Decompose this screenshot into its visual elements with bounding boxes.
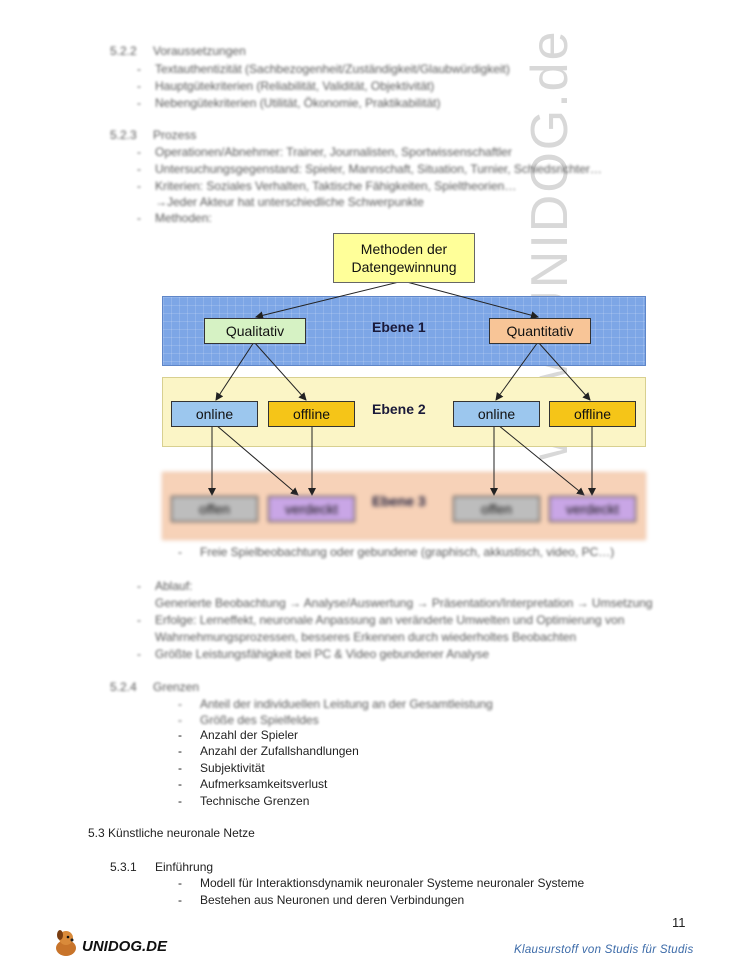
list-item: Subjektivität bbox=[200, 761, 265, 775]
list-item: Größte Leistungsfähigkeit bei PC & Video… bbox=[155, 647, 489, 661]
online-node: online bbox=[171, 401, 258, 427]
list-item: Generierte Beobachtung → Analyse/Auswert… bbox=[155, 596, 653, 610]
list-item: →Jeder Akteur hat unterschiedliche Schwe… bbox=[155, 195, 424, 209]
section-number: 5.2.4 bbox=[110, 680, 137, 694]
list-item: Erfolge: Lerneffekt, neuronale Anpassung… bbox=[155, 613, 625, 627]
covert-node: verdeckt bbox=[549, 496, 636, 522]
page-number: 11 bbox=[672, 915, 686, 930]
list-item: Anteil der individuellen Leistung an der… bbox=[200, 697, 493, 711]
open-node: offen bbox=[453, 496, 540, 522]
section-title: Grenzen bbox=[153, 680, 200, 694]
unidog-logo: UNIDOG.DE bbox=[52, 928, 172, 960]
covert-node: verdeckt bbox=[268, 496, 355, 522]
section-number: 5.3.1 bbox=[110, 860, 137, 874]
footer-tagline: Klausurstoff von Studis für Studis bbox=[514, 944, 694, 956]
list-item: Methoden: bbox=[155, 211, 212, 225]
list-item: Textauthentizität (Sachbezogenheit/Zustä… bbox=[155, 62, 510, 76]
offline-node: offline bbox=[549, 401, 636, 427]
quantitative-node: Quantitativ bbox=[489, 318, 591, 344]
list-item: Freie Spielbeobachtung oder gebundene (g… bbox=[200, 545, 615, 559]
list-item: Modell für Interaktionsdynamik neuronale… bbox=[200, 876, 585, 890]
list-item: Nebengütekriterien (Utilität, Ökonomie, … bbox=[155, 96, 441, 110]
section-number: 5.2.2 bbox=[110, 44, 137, 58]
qualitative-node: Qualitativ bbox=[204, 318, 306, 344]
list-item: Hauptgütekriterien (Reliabilität, Validi… bbox=[155, 79, 435, 93]
section-number: 5.2.3 bbox=[110, 128, 137, 142]
list-item: Untersuchungsgegenstand: Spieler, Mannsc… bbox=[155, 162, 602, 176]
list-item: Aufmerksamkeitsverlust bbox=[200, 777, 328, 791]
online-node: online bbox=[453, 401, 540, 427]
section-title: Einführung bbox=[155, 860, 214, 874]
list-item: Wahrnehmungsprozessen, besseres Erkennen… bbox=[155, 630, 577, 644]
logo-text: UNIDOG.DE bbox=[82, 938, 168, 955]
section-title: Prozess bbox=[153, 128, 197, 142]
list-item: Größe des Spielfeldes bbox=[200, 713, 319, 727]
list-item: Anzahl der Spieler bbox=[200, 728, 299, 742]
list-item: Ablauf: bbox=[155, 579, 193, 593]
open-node: offen bbox=[171, 496, 258, 522]
dog-icon: UNIDOG.DE bbox=[56, 930, 168, 956]
list-item: Technische Grenzen bbox=[200, 794, 310, 808]
list-item: Kriterien: Soziales Verhalten, Taktische… bbox=[155, 179, 517, 193]
list-item: Anzahl der Zufallshandlungen bbox=[200, 744, 359, 758]
list-item: Bestehen aus Neuronen und deren Verbindu… bbox=[200, 893, 465, 907]
level-3-label: Ebene 3 bbox=[372, 493, 426, 509]
offline-node: offline bbox=[268, 401, 355, 427]
section-title: Voraussetzungen bbox=[153, 44, 246, 58]
level-1-label: Ebene 1 bbox=[372, 319, 426, 335]
level-2-label: Ebene 2 bbox=[372, 401, 426, 417]
section-heading-5-3: 5.3 Künstliche neuronale Netze bbox=[88, 826, 255, 840]
list-item: Operationen/Abnehmer: Trainer, Journalis… bbox=[155, 145, 512, 159]
